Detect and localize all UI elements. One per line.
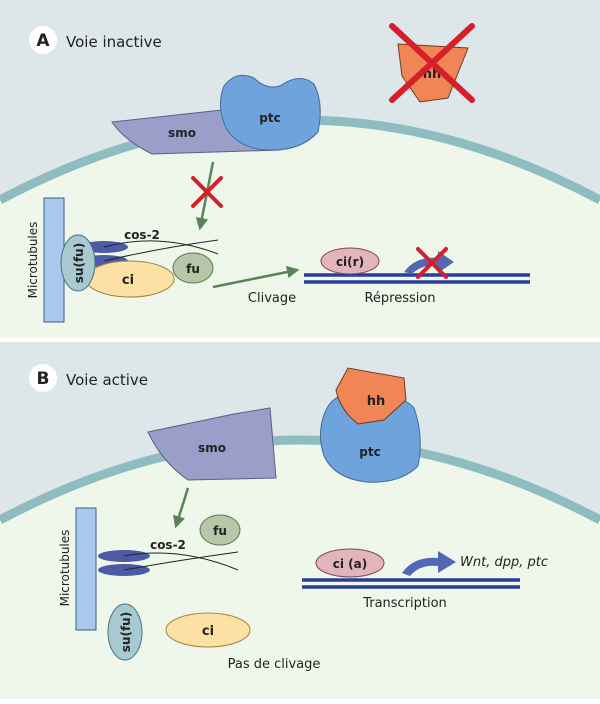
panel-b-signal-arrow bbox=[173, 487, 190, 529]
panel-a-hh-cross-icon bbox=[389, 23, 475, 103]
panel-a-ptc-label: ptc bbox=[259, 111, 280, 125]
panel-b-hh-label: hh bbox=[367, 394, 386, 409]
panel-a-ci-r-label: ci(r) bbox=[336, 255, 364, 269]
panel-a-ci-label: ci bbox=[122, 273, 134, 288]
panel-b-sufu-label: su(fu) bbox=[119, 612, 133, 652]
panel-a-signal-cross-icon bbox=[191, 176, 223, 208]
panel-b-cytoplasm bbox=[0, 440, 600, 699]
panel-b-ptc-label: ptc bbox=[359, 445, 380, 459]
panel-b-letter: B bbox=[37, 369, 50, 389]
panel-a-ci-r-protein bbox=[320, 247, 380, 275]
panel-b-fu-protein bbox=[199, 514, 241, 546]
panel-b-membrane bbox=[0, 435, 600, 524]
panel-b-hh-protein bbox=[335, 367, 407, 425]
panel-b-dna bbox=[302, 578, 520, 589]
panel-b-smo-protein bbox=[147, 407, 277, 481]
panel-b-ci-a-protein bbox=[315, 548, 385, 578]
panel-a-cleavage-arrow bbox=[212, 265, 300, 289]
panel-b-transcription-label: Transcription bbox=[362, 596, 447, 611]
panel-a-repression-label: Répression bbox=[364, 291, 435, 306]
panel-a-cos2-label: cos-2 bbox=[124, 228, 160, 242]
panel-a-letter: A bbox=[36, 31, 50, 51]
panel-b-ci-a-label: ci (a) bbox=[333, 557, 367, 571]
panel-a-transcription-cross-icon bbox=[416, 247, 448, 279]
panel-b-smo-label: smo bbox=[198, 441, 226, 455]
panel-a-microtubules-label: Microtubules bbox=[26, 222, 40, 299]
panel-b-ci-label: ci bbox=[202, 624, 214, 639]
panel-b-sufu-protein bbox=[107, 603, 143, 661]
panel-b-cos2-label: cos-2 bbox=[150, 538, 186, 552]
panel-b-targets-label: Wnt, dpp, ptc bbox=[460, 555, 548, 570]
panel-a-sufu-label: su(fu) bbox=[72, 243, 86, 283]
panel-a-sufu-protein bbox=[60, 234, 96, 292]
panel-a-hh-protein bbox=[397, 43, 469, 103]
panel-b-ci-protein bbox=[165, 612, 251, 648]
panel-b-pas-de-clivage-label: Pas de clivage bbox=[228, 657, 321, 672]
panel-b-cos2-protein bbox=[98, 550, 239, 576]
panel-a-letter-badge bbox=[29, 26, 57, 54]
panel-a-clivage-label: Clivage bbox=[248, 291, 296, 306]
panel-b: B Voie active smo ptc hh Microtubules fu… bbox=[0, 342, 600, 699]
panel-a-fu-protein bbox=[172, 252, 214, 284]
panel-b-microtubules-label: Microtubules bbox=[58, 530, 72, 607]
panel-a-ptc-protein bbox=[220, 74, 321, 151]
panel-b-transcription-arrow-icon bbox=[402, 551, 456, 576]
panel-b-fu-label: fu bbox=[213, 524, 227, 538]
panel-b-title: Voie active bbox=[66, 371, 148, 389]
panel-a-fu-label: fu bbox=[186, 262, 200, 276]
panel-a-dna bbox=[304, 273, 530, 284]
panel-b-letter-badge bbox=[29, 364, 57, 392]
panel-a-smo-label: smo bbox=[168, 126, 196, 140]
panel-a-title: Voie inactive bbox=[66, 33, 162, 51]
panel-b-microtubules-bar bbox=[75, 507, 97, 631]
panel-a: A Voie inactive hh smo ptc Microtubules bbox=[0, 0, 600, 338]
